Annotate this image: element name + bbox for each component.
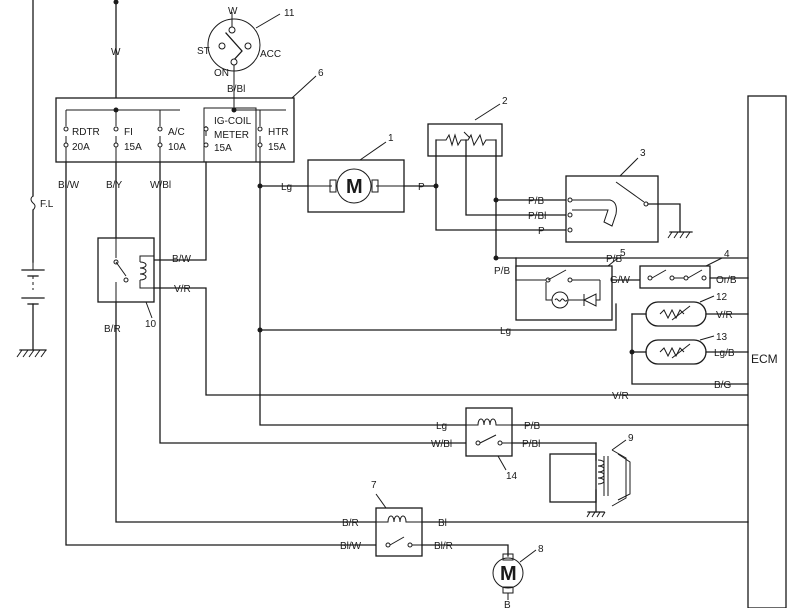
component-number-6: 6 (318, 68, 324, 79)
wire-label-wbl-relay14: W/Bl (431, 439, 452, 450)
component-number-3: 3 (640, 148, 646, 159)
fuse-box: 6 RDTR 20A FI 15A A/C 10A (55, 68, 324, 163)
ignition-on-label: ON (214, 68, 229, 79)
wire-label-pbl-sensor: P/Bl (528, 211, 546, 222)
wire-label-vr-relay10: V/R (174, 284, 191, 295)
svg-text:A/C: A/C (168, 127, 185, 138)
fuse-fi: FI 15A (113, 110, 142, 162)
wire-label-br-relay10: B/R (104, 324, 121, 335)
fuse-ig-coil-meter: IG-COIL METER 15A (203, 116, 252, 154)
relay-7: B/R Bl/W Bl Bl/R 7 (340, 480, 749, 557)
wire-label-blw-relay7: Bl/W (340, 541, 362, 552)
component-number-11: 11 (284, 8, 295, 19)
ecm-unit: ECM (747, 95, 787, 608)
component-number-14: 14 (506, 471, 518, 482)
fusible-link: F.L (30, 195, 54, 211)
wire-label-lg-mid: Lg (500, 326, 511, 337)
svg-text:HTR: HTR (268, 127, 289, 138)
wire-label-lgb: Lg/B (714, 348, 735, 359)
wire-label-p-sensor: P (538, 226, 545, 237)
wire-label-vr-long: V/R (612, 391, 629, 402)
motor-8: M B 8 (492, 544, 544, 608)
wire-label-lg-motor1: Lg (281, 182, 292, 193)
ignition-acc-label: ACC (260, 49, 281, 60)
component-number-5: 5 (620, 248, 626, 259)
compressor-clutch-9: 9 (549, 433, 634, 518)
svg-text:RDTR: RDTR (72, 127, 100, 138)
motor-1: Lg M P 1 (259, 133, 439, 213)
svg-text:METER: METER (214, 130, 249, 141)
component-number-1: 1 (388, 133, 394, 144)
wire-label-pb-relay14: P/B (524, 421, 540, 432)
wire-label-blw-left: Bl/W (58, 180, 80, 191)
sensor-13: Lg/B 13 (645, 332, 749, 365)
fuse-ac: A/C 10A (157, 110, 186, 162)
svg-text:FI: FI (124, 127, 133, 138)
wire-label-bl-relay7: Bl (438, 518, 447, 529)
sensor-2: 2 (427, 96, 749, 261)
wire-label-pbl-relay14: P/Bl (522, 439, 540, 450)
wire-label-bg: B/G (714, 380, 731, 391)
wire-label-br-relay7: B/R (342, 518, 359, 529)
wire-label-by: B/Y (106, 180, 122, 191)
svg-text:15A: 15A (124, 142, 142, 153)
component-number-9: 9 (628, 433, 634, 444)
switch-4: Or/B 4 (639, 249, 749, 289)
component-number-7: 7 (371, 480, 377, 491)
wire-label-orb: Or/B (716, 275, 737, 286)
wire-label-bw-relay10: B/W (172, 254, 191, 265)
fuse-rdtr: RDTR 20A (63, 110, 100, 162)
wire-label-p-motor1: P (418, 182, 425, 193)
battery-symbol (21, 262, 45, 351)
wire-label-w: W (111, 47, 121, 58)
ignition-switch: W W ST ACC ON B/Bl 11 (111, 0, 295, 109)
ignition-st-label: ST (197, 46, 210, 57)
relay-5: P/B G/W 5 (494, 248, 641, 321)
svg-text:20A: 20A (72, 142, 90, 153)
relay-14: Lg W/Bl P/B P/Bl 14 (431, 407, 749, 482)
sensor-return-wires: B/G (629, 313, 749, 391)
wire-label-pb-sensor: P/B (528, 196, 544, 207)
component-number-2: 2 (502, 96, 508, 107)
ignition-w-label: W (228, 6, 238, 17)
wire-label-b-motor8: B (504, 600, 511, 608)
svg-text:15A: 15A (214, 143, 232, 154)
svg-text:15A: 15A (268, 142, 286, 153)
fuse-output-wires: Bl/W B/Y W/Bl (58, 161, 467, 546)
sensor-3: 3 (565, 148, 693, 243)
wire-label-pb-relay5: P/B (494, 266, 510, 277)
wire-label-gw: G/W (610, 275, 631, 286)
component-number-13: 13 (716, 332, 728, 343)
sensor-12: V/R 12 (645, 292, 749, 327)
lg-mid-wire: Lg (259, 303, 617, 337)
svg-text:IG-COIL: IG-COIL (214, 116, 252, 127)
component-number-4: 4 (724, 249, 730, 260)
relay-10: B/W V/R B/R 10 (97, 237, 749, 523)
fusible-link-label: F.L (40, 199, 54, 210)
wire-label-lg-relay14: Lg (436, 421, 447, 432)
ground-symbol-left (16, 349, 47, 358)
component-number-10: 10 (145, 319, 157, 330)
ecm-label: ECM (751, 352, 778, 366)
motor-8-symbol: M (500, 563, 517, 585)
wire-label-blr-relay7: Bl/R (434, 541, 453, 552)
fuse-htr: HTR 15A (257, 110, 289, 162)
component-number-8: 8 (538, 544, 544, 555)
wire-label-pb-ecm: P/B (606, 254, 622, 265)
wire-label-vr-12: V/R (716, 310, 733, 321)
wire-label-wbl: W/Bl (150, 180, 171, 191)
motor-1-symbol: M (346, 176, 363, 198)
svg-text:10A: 10A (168, 142, 186, 153)
component-number-12: 12 (716, 292, 728, 303)
wire-label-bbl: B/Bl (227, 84, 245, 95)
